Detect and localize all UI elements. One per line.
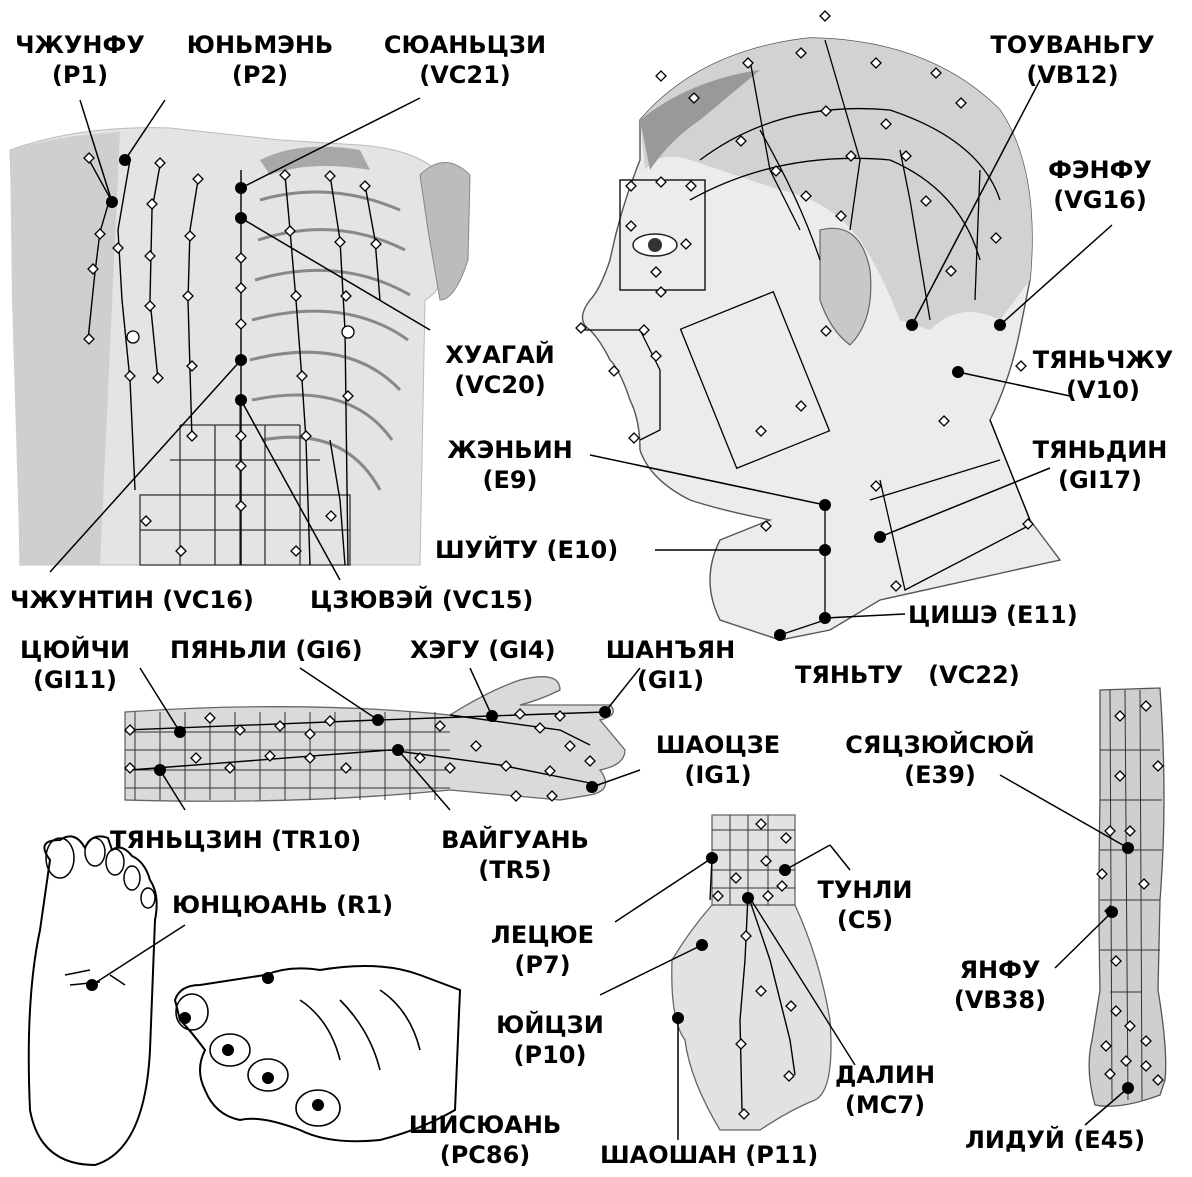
label-p2-code: (P2) (175, 60, 345, 90)
label-vc22: ТЯНЬТУ (VC22) (795, 660, 1055, 690)
label-p1-code: (P1) (10, 60, 150, 90)
label-v10-name: ТЯНЬЧЖУ (1018, 345, 1188, 375)
label-tr5-name: ВАЙГУАНЬ (420, 825, 610, 855)
label-r1: ЮНЦЮАНЬ (R1) (172, 890, 432, 920)
label-p11: ШАОШАН (P11) (600, 1140, 845, 1170)
label-e39: СЯЦЗЮЙСЮЙ(E39) (820, 730, 1060, 790)
label-gi1: ШАНЪЯН(GI1) (588, 635, 753, 695)
label-gi11-name: ЦЮЙЧИ (10, 635, 140, 665)
point-pc86-1 (262, 972, 274, 984)
label-gi4: ХЭГУ (GI4) (410, 635, 580, 665)
label-vb38-name: ЯНФУ (940, 955, 1060, 985)
label-v10-code: (V10) (1018, 375, 1188, 405)
point-mc7 (742, 892, 754, 904)
label-p2: ЮНЬМЭНЬ(P2) (175, 30, 345, 90)
label-gi11: ЦЮЙЧИ(GI11) (10, 635, 140, 695)
label-vb12-name: ТОУВАНЬГУ (985, 30, 1160, 60)
label-vb12: ТОУВАНЬГУ(VB12) (985, 30, 1160, 90)
label-vb38: ЯНФУ(VB38) (940, 955, 1060, 1015)
label-p7-name: ЛЕЦЮЕ (475, 920, 610, 950)
label-e39-name: СЯЦЗЮЙСЮЙ (820, 730, 1060, 760)
label-gi11-code: (GI11) (10, 665, 140, 695)
label-pc86-code: (PC86) (385, 1140, 585, 1170)
label-p2-name: ЮНЬМЭНЬ (175, 30, 345, 60)
label-vc20: ХУАГАЙ(VC20) (425, 340, 575, 400)
label-vg16-code: (VG16) (1020, 185, 1180, 215)
label-vc21-name: СЮАНЬЦЗИ (370, 30, 560, 60)
label-vc21-code: (VC21) (370, 60, 560, 90)
label-e9-name: ЖЭНЬИН (430, 435, 590, 465)
label-pc86-name: ШИСЮАНЬ (385, 1110, 585, 1140)
label-e39-code: (E39) (820, 760, 1060, 790)
label-p10: ЮЙЦЗИ(P10) (485, 1010, 615, 1070)
label-p7: ЛЕЦЮЕ(P7) (475, 920, 610, 980)
label-gi1-code: (GI1) (588, 665, 753, 695)
label-tr5-code: (TR5) (420, 855, 610, 885)
label-vc20-name: ХУАГАЙ (425, 340, 575, 370)
label-ig1: ШАОЦЗЕ(IG1) (638, 730, 798, 790)
label-vc20-code: (VC20) (425, 370, 575, 400)
label-c5-code: (C5) (805, 905, 925, 935)
label-vb12-code: (VB12) (985, 60, 1160, 90)
foot-illustration (29, 836, 185, 1165)
label-gi17-name: ТЯНЬДИН (1015, 435, 1185, 465)
label-e45: ЛИДУЙ (E45) (965, 1125, 1175, 1155)
label-mc7-code: (MC7) (820, 1090, 950, 1120)
label-gi6: ПЯНЬЛИ (GI6) (170, 635, 395, 665)
label-mc7: ДАЛИН(MC7) (820, 1060, 950, 1120)
label-vg16-name: ФЭНФУ (1020, 155, 1180, 185)
label-e10: ШУЙТУ (E10) (435, 535, 655, 565)
label-ig1-name: ШАОЦЗЕ (638, 730, 798, 760)
label-p10-code: (P10) (485, 1040, 615, 1070)
torso-illustration (10, 98, 470, 580)
head-illustration (576, 11, 1112, 641)
label-vb38-code: (VB38) (940, 985, 1060, 1015)
label-gi1-name: ШАНЪЯН (588, 635, 753, 665)
label-e9: ЖЭНЬИН(E9) (430, 435, 590, 495)
label-vc15: ЦЗЮВЭЙ (VC15) (310, 585, 575, 615)
label-c5-name: ТУНЛИ (805, 875, 925, 905)
label-ig1-code: (IG1) (638, 760, 798, 790)
label-gi17-code: (GI17) (1015, 465, 1185, 495)
label-vg16: ФЭНФУ(VG16) (1020, 155, 1180, 215)
label-p1: ЧЖУНФУ(P1) (10, 30, 150, 90)
wrist-illustration (600, 815, 855, 1140)
label-c5: ТУНЛИ(C5) (805, 875, 925, 935)
forearm-illustration (125, 668, 640, 810)
label-p1-name: ЧЖУНФУ (10, 30, 150, 60)
label-vc16: ЧЖУНТИН (VC16) (10, 585, 295, 615)
label-mc7-name: ДАЛИН (820, 1060, 950, 1090)
label-p7-code: (P7) (475, 950, 610, 980)
label-e11: ЦИШЭ (E11) (908, 600, 1108, 630)
point-vc22 (774, 629, 786, 641)
label-pc86: ШИСЮАНЬ(PC86) (385, 1110, 585, 1170)
label-tr5: ВАЙГУАНЬ(TR5) (420, 825, 610, 885)
label-v10: ТЯНЬЧЖУ(V10) (1018, 345, 1188, 405)
label-gi17: ТЯНЬДИН(GI17) (1015, 435, 1185, 495)
label-p10-name: ЮЙЦЗИ (485, 1010, 615, 1040)
label-e9-code: (E9) (430, 465, 590, 495)
label-tr10: ТЯНЬЦЗИН (TR10) (110, 825, 410, 855)
label-vc21: СЮАНЬЦЗИ(VC21) (370, 30, 560, 90)
